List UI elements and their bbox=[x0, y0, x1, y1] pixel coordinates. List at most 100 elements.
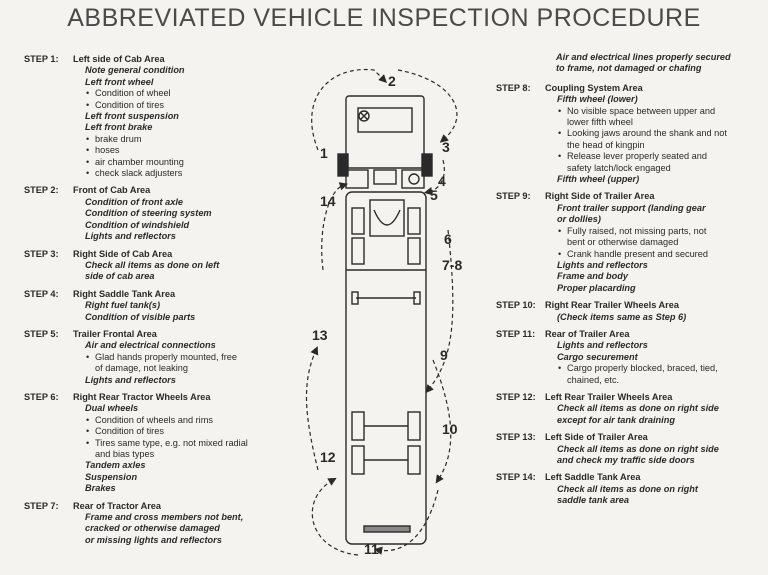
step-bullet: hoses bbox=[73, 145, 274, 157]
step-bullet: Condition of tires bbox=[73, 100, 274, 112]
step-subheading: Check all items as done on left bbox=[85, 259, 220, 270]
step-bullet: Condition of wheel bbox=[73, 88, 274, 100]
rear-bumper bbox=[363, 525, 411, 533]
step-bullet: Condition of tires bbox=[73, 426, 274, 438]
step-bullet: lower fifth wheel bbox=[567, 117, 633, 128]
step-subheading: Lights and reflectors bbox=[557, 259, 648, 270]
step-subheading: Condition of steering system bbox=[85, 208, 212, 219]
step-subheading: Note general condition bbox=[85, 65, 185, 76]
step-block: STEP 10: Right Rear Trailer Wheels Area(C… bbox=[496, 300, 764, 323]
step-subheading: Condition of front axle bbox=[85, 196, 183, 207]
step-title: Right Saddle Tank Area bbox=[73, 288, 176, 299]
right-saddle-tank bbox=[401, 169, 425, 189]
diagram-label-2: 2 bbox=[388, 73, 396, 89]
step-subheading: Brakes bbox=[85, 483, 116, 494]
step-subheading: Frame and cross members not bent, bbox=[85, 512, 244, 523]
step-bullet: No visible space between upper and bbox=[545, 106, 764, 118]
coupling-jaws bbox=[373, 209, 401, 226]
step-number: STEP 6: bbox=[24, 391, 59, 402]
diagram-label-6: 6 bbox=[444, 231, 452, 247]
step-bullet: Release lever properly seated and bbox=[545, 151, 764, 163]
step-subheading: side of cab area bbox=[85, 271, 155, 282]
diagram-label-14: 14 bbox=[320, 193, 336, 209]
step-number-labels: 1 2 3 4 5 6 7-8 9 10 11 12 13 14 bbox=[312, 73, 462, 557]
step-title: Left side of Cab Area bbox=[73, 54, 165, 64]
cab-body bbox=[345, 95, 425, 169]
step-subheading: Fifth wheel (lower) bbox=[557, 94, 638, 105]
step-title: Coupling System Area bbox=[545, 82, 643, 93]
step-subheading: Air and electrical connections bbox=[85, 340, 216, 351]
step-number: STEP 12: bbox=[496, 391, 536, 402]
step-title: Right Side of Trailer Area bbox=[545, 191, 655, 202]
tractor-rear-wheel-ll2 bbox=[351, 237, 365, 265]
trailer-wheel-r1 bbox=[407, 411, 421, 441]
step-number: STEP 11: bbox=[496, 328, 536, 339]
step-title: Left Rear Trailer Wheels Area bbox=[545, 391, 673, 402]
step-subheading: Right fuel tank(s) bbox=[85, 300, 161, 311]
cab-emblem bbox=[358, 110, 370, 122]
diagram-label-11: 11 bbox=[364, 541, 379, 557]
step-number: STEP 1: bbox=[24, 54, 59, 64]
step-subheading: Check all items as done on right side bbox=[557, 443, 719, 454]
step-number: STEP 9: bbox=[496, 191, 531, 202]
step-number: STEP 13: bbox=[496, 432, 536, 443]
step-bullet: air chamber mounting bbox=[73, 157, 274, 169]
step-number: STEP 3: bbox=[24, 248, 59, 259]
step-number: STEP 14: bbox=[496, 472, 536, 483]
step-subheading: or missing lights and reflectors bbox=[85, 534, 222, 545]
step-bullet: chained, etc. bbox=[567, 374, 620, 385]
step-bullet: safety latch/lock engaged bbox=[567, 162, 671, 173]
step-title: Front of Cab Area bbox=[73, 185, 151, 196]
continuation-line: Air and electrical lines properly secure… bbox=[556, 52, 731, 62]
diagram-label-3: 3 bbox=[442, 139, 450, 155]
step-subheading: Tandem axles bbox=[85, 460, 146, 471]
truck-diagram-svg: 1 2 3 4 5 6 7-8 9 10 11 12 13 14 bbox=[305, 68, 462, 557]
step-number: STEP 2: bbox=[24, 185, 59, 196]
step-subheading: Suspension bbox=[85, 471, 138, 482]
step-subheading: Fifth wheel (upper) bbox=[557, 174, 640, 185]
continuation-line: to frame, not damaged or chafing bbox=[556, 63, 702, 74]
step-bullet: the head of kingpin bbox=[567, 139, 645, 150]
step-bullet: Tires same type, e.g. not mixed radial bbox=[73, 438, 274, 450]
step-subheading: and check my traffic side doors bbox=[557, 455, 695, 465]
truck-diagram: 1 2 3 4 5 6 7-8 9 10 11 12 13 14 bbox=[278, 60, 478, 565]
step-subheading: Condition of visible parts bbox=[85, 311, 196, 322]
diagram-label-10: 10 bbox=[442, 421, 458, 437]
step-number: STEP 10: bbox=[496, 300, 536, 311]
step-bullet: Cargo properly blocked, braced, tied, bbox=[545, 363, 764, 375]
diagram-label-7-8: 7-8 bbox=[442, 257, 462, 273]
step-title: Rear of Tractor Area bbox=[73, 500, 161, 511]
step-number: STEP 7: bbox=[24, 500, 59, 511]
diagram-label-12: 12 bbox=[320, 449, 336, 465]
step-subheading: Lights and reflectors bbox=[85, 231, 176, 242]
step-subheading: Lights and reflectors bbox=[557, 340, 648, 351]
step-subheading: Frame and body bbox=[557, 271, 628, 282]
step7-continuation: Air and electrical lines properly secure… bbox=[496, 52, 764, 75]
step-subheading: Condition of windshield bbox=[85, 219, 190, 230]
right-front-wheel bbox=[421, 153, 433, 177]
step-subheading: Cargo securement bbox=[557, 351, 638, 362]
tractor-rear-wheel-rr1 bbox=[407, 207, 421, 235]
step-bullet: Looking jaws around the shank and not bbox=[545, 128, 764, 140]
step-subheading: Left front wheel bbox=[85, 76, 154, 87]
tractor-rear-wheel-rr2 bbox=[407, 237, 421, 265]
step-bullet: brake drum bbox=[73, 134, 274, 146]
diagram-label-13: 13 bbox=[312, 327, 328, 343]
step-title: Right Side of Cab Area bbox=[73, 248, 173, 259]
step-body: Right Rear Trailer Wheels Area(Check ite… bbox=[545, 300, 764, 323]
